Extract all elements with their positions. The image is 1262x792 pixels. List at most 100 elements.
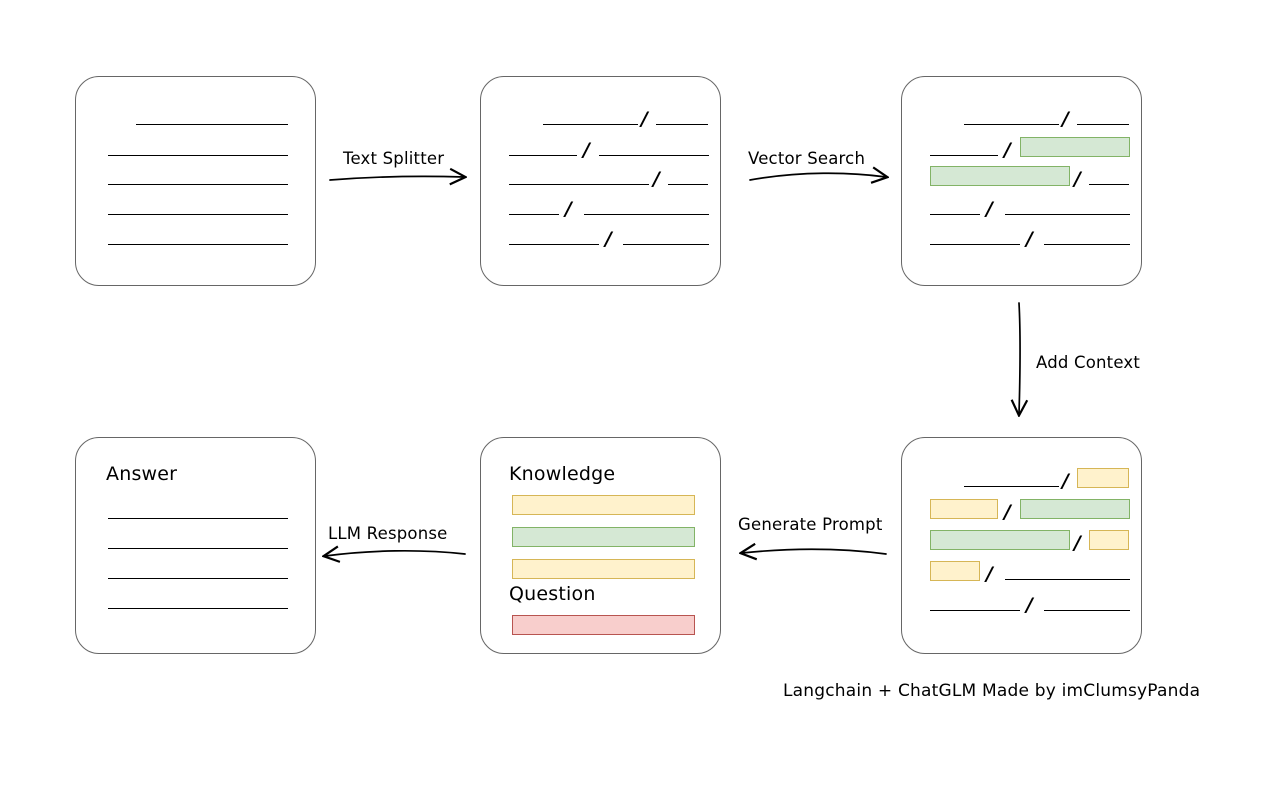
text-rule (930, 610, 1020, 611)
slash-separator: / (1026, 594, 1033, 616)
text-line (76, 518, 315, 519)
text-rule (584, 214, 709, 215)
text-rule (623, 244, 709, 245)
highlight-chip-yellow (512, 559, 695, 579)
text-line: / (902, 110, 1141, 129)
highlight-chip-green (512, 527, 695, 547)
text-rule (509, 244, 599, 245)
text-line (76, 244, 315, 245)
highlight-chip-red (512, 615, 695, 635)
edge-add-context-label: Add Context (1036, 353, 1141, 372)
text-rule (136, 124, 288, 125)
highlight-chip-yellow (930, 561, 980, 581)
text-line: / (481, 141, 720, 160)
highlight-chip-green (930, 166, 1070, 186)
edge-text-splitter (329, 176, 464, 180)
slash-separator: / (1004, 139, 1011, 161)
text-rule (108, 184, 288, 185)
text-rule (930, 155, 998, 156)
text-rule (108, 214, 288, 215)
highlight-chip-yellow (1089, 530, 1129, 550)
text-rule (1005, 579, 1130, 580)
text-rule (656, 124, 708, 125)
text-line (76, 214, 315, 215)
card-heading-answer: Answer (106, 463, 178, 485)
highlight-chip-yellow (930, 499, 998, 519)
highlight-chip-green (1020, 499, 1130, 519)
edge-vector-search-label: Vector Search (748, 149, 866, 168)
text-line (76, 155, 315, 156)
slash-separator: / (653, 168, 660, 190)
text-line: / (902, 468, 1141, 491)
text-rule (509, 214, 559, 215)
text-line: / (902, 499, 1141, 522)
highlight-chip-yellow (512, 495, 695, 515)
context-added-chunks[interactable]: / / / / / (901, 437, 1142, 654)
slash-separator: / (583, 139, 590, 161)
source-document[interactable] (75, 76, 316, 286)
split-text-chunks[interactable]: / / / / / (480, 76, 721, 286)
text-rule (930, 244, 1020, 245)
text-line: / (481, 200, 720, 219)
slash-separator: / (1004, 501, 1011, 523)
text-rule (108, 578, 288, 579)
highlight-chip-green (1020, 137, 1130, 157)
card-heading-question: Question (509, 583, 596, 605)
text-line: / (481, 230, 720, 249)
text-line: / (481, 170, 720, 189)
text-rule (930, 214, 980, 215)
edge-add-context (1019, 302, 1020, 414)
vector-search-matches[interactable]: / / / / / (901, 76, 1142, 286)
text-line: / (902, 200, 1141, 219)
edge-generate-prompt (742, 549, 887, 554)
highlight-chip-green (930, 530, 1070, 550)
text-rule (1005, 214, 1130, 215)
text-line: / (902, 230, 1141, 249)
text-line (76, 124, 315, 125)
text-rule (668, 184, 708, 185)
slash-separator: / (1074, 168, 1081, 190)
slash-separator: / (1026, 228, 1033, 250)
text-line: / (902, 530, 1141, 553)
text-rule (108, 608, 288, 609)
edge-text-splitter-label: Text Splitter (343, 149, 445, 168)
edge-llm-response (325, 551, 466, 556)
slash-separator: / (641, 108, 648, 130)
text-line (76, 608, 315, 609)
text-line: / (481, 110, 720, 129)
edge-vector-search (749, 173, 886, 180)
text-rule (1077, 124, 1129, 125)
edge-generate-prompt-label: Generate Prompt (738, 515, 883, 534)
card-heading-knowledge: Knowledge (509, 463, 616, 485)
text-rule (108, 548, 288, 549)
slash-separator: / (986, 198, 993, 220)
text-line: / (902, 137, 1141, 160)
text-rule (1089, 184, 1129, 185)
slash-separator: / (565, 198, 572, 220)
text-line: / (902, 596, 1141, 615)
slash-separator: / (605, 228, 612, 250)
text-rule (108, 155, 288, 156)
slash-separator: / (1062, 470, 1069, 492)
text-rule (509, 184, 649, 185)
text-rule (1044, 244, 1130, 245)
text-rule (964, 124, 1059, 125)
slash-separator: / (1074, 532, 1081, 554)
text-line: / (902, 166, 1141, 189)
text-rule (108, 518, 288, 519)
answer-document[interactable]: Answer (75, 437, 316, 654)
text-rule (543, 124, 638, 125)
text-line (76, 184, 315, 185)
text-rule (509, 155, 577, 156)
text-rule (1044, 610, 1130, 611)
text-line (76, 548, 315, 549)
text-line (76, 578, 315, 579)
footer-credit: Langchain + ChatGLM Made by imClumsyPand… (783, 681, 1201, 701)
text-rule (964, 486, 1059, 487)
edge-llm-response-label: LLM Response (328, 524, 448, 543)
slash-separator: / (986, 563, 993, 585)
text-line: / (902, 561, 1141, 584)
text-rule (108, 244, 288, 245)
